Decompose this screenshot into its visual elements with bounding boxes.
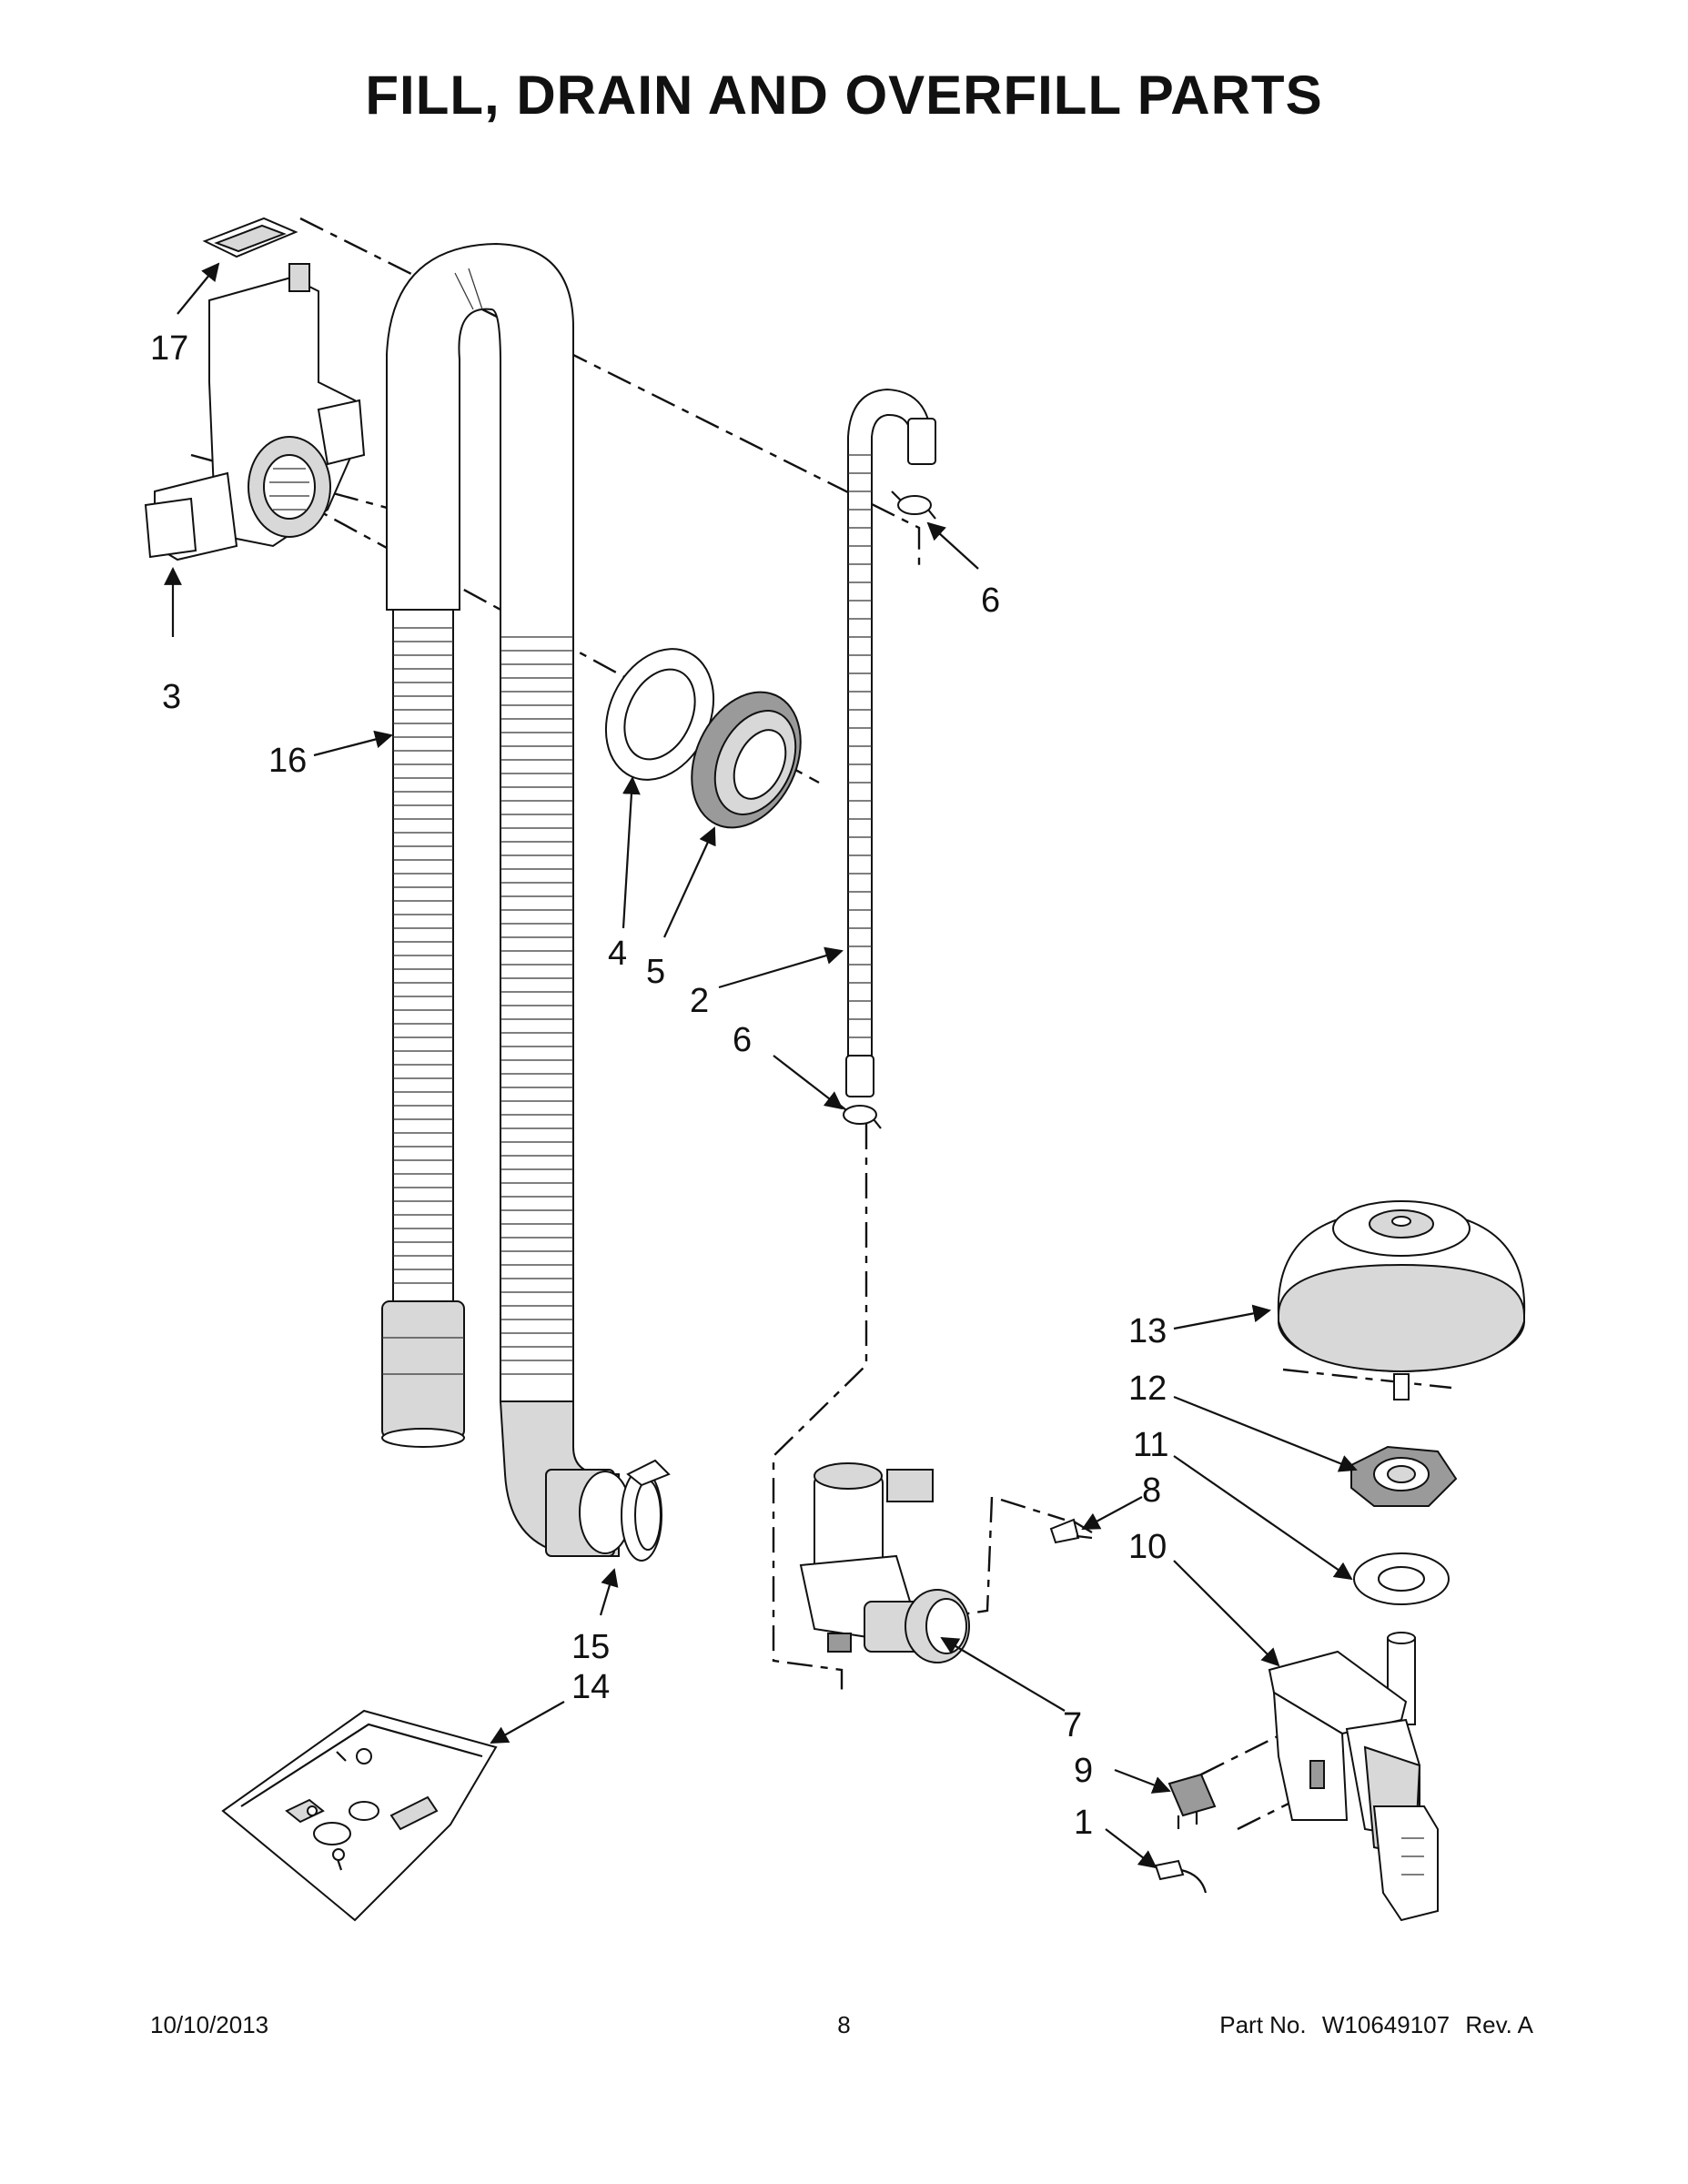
callout-6-lower: 6 <box>733 1021 752 1059</box>
callout-7: 7 <box>1063 1706 1082 1744</box>
part-13-float <box>1277 1200 1526 1400</box>
callout-15: 15 <box>571 1628 610 1666</box>
revision: Rev. A <box>1465 2011 1533 2038</box>
part-7-inlet-valve <box>799 1462 970 1663</box>
callout-11: 11 <box>1133 1426 1168 1464</box>
part-10-switch-bracket <box>1268 1632 1439 1922</box>
callout-9: 9 <box>1074 1752 1093 1790</box>
callout-13: 13 <box>1128 1312 1167 1350</box>
part-1-wire-harness <box>1154 1859 1208 1894</box>
leader-arrows <box>164 262 1358 1869</box>
callout-6-upper: 6 <box>981 581 1000 620</box>
callout-5: 5 <box>646 953 665 991</box>
part-14-hardware-bag <box>221 1709 498 1922</box>
part-3-vent-housing <box>144 263 366 561</box>
part-17-vent-cover <box>202 217 298 258</box>
callout-labels: 17 3 16 6 4 5 2 6 13 12 11 8 10 15 14 7 … <box>150 329 1168 1842</box>
callout-17: 17 <box>150 329 188 368</box>
callout-4: 4 <box>608 935 627 973</box>
callout-8: 8 <box>1142 1471 1161 1510</box>
part-2-fill-hose <box>845 388 936 1097</box>
part-6-clamp-lower <box>836 1102 882 1129</box>
footer-part-info: Part No. W10649107 Rev. A <box>1210 2011 1533 2039</box>
part-9-micro-switch <box>1167 1773 1217 1829</box>
page-title: FILL, DRAIN AND OVERFILL PARTS <box>365 65 1323 126</box>
callout-3: 3 <box>162 678 181 716</box>
callout-1: 1 <box>1074 1804 1093 1842</box>
part-4-gasket <box>604 648 715 781</box>
part-5-nut <box>691 691 802 829</box>
part-6-clamp-upper <box>891 490 936 520</box>
footer-page-number: 8 <box>837 2011 851 2038</box>
callout-16: 16 <box>268 742 307 780</box>
part-15-hose-clamp <box>621 1459 671 1562</box>
callout-12: 12 <box>1128 1370 1167 1408</box>
part-8-screw <box>1049 1518 1093 1544</box>
callout-2: 2 <box>690 982 709 1020</box>
footer-date: 10/10/2013 <box>150 2011 269 2038</box>
part-16-drain-hose <box>381 242 632 1557</box>
callout-10: 10 <box>1128 1528 1167 1566</box>
part-label: Part No. <box>1219 2011 1307 2038</box>
part-number: W10649107 <box>1321 2011 1450 2038</box>
callout-14: 14 <box>571 1668 610 1706</box>
part-12-nut <box>1350 1445 1458 1507</box>
part-11-gasket <box>1353 1552 1450 1605</box>
